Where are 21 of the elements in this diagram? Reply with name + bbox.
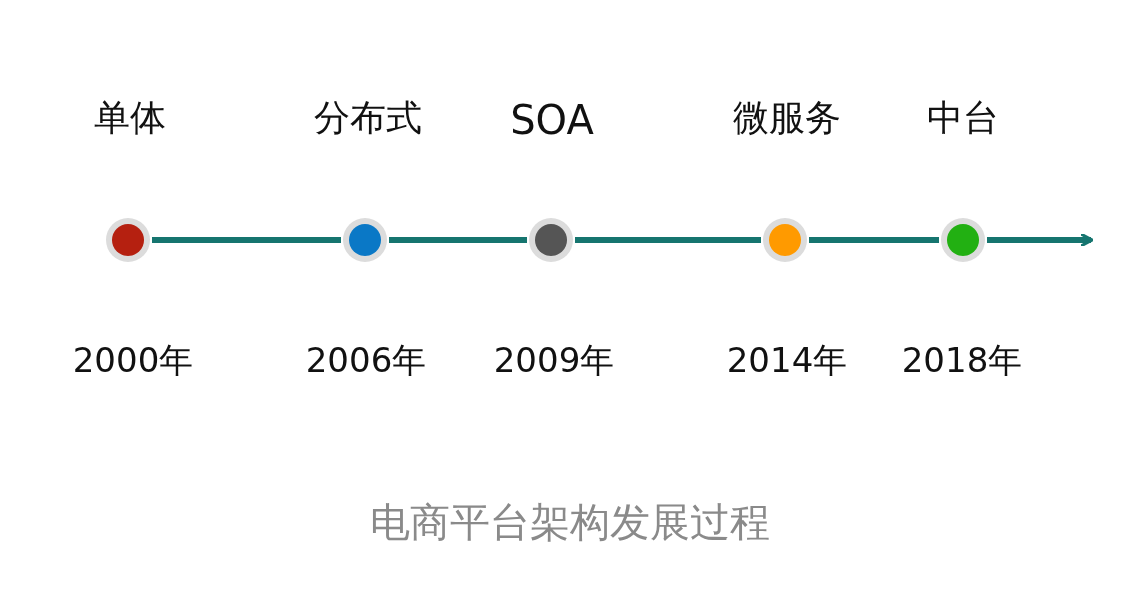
timeline-dot [939,216,987,264]
year-label: 2018年 [901,343,1023,377]
year-label: 2014年 [726,343,848,377]
timeline-dot [341,216,389,264]
year-label: 2006年 [305,343,427,377]
stage-label: SOA [510,100,594,140]
year-label: 2009年 [493,343,615,377]
stage-label: 微服务 [733,100,841,136]
timeline-dot [761,216,809,264]
timeline-dot [104,216,152,264]
stage-label: 分布式 [314,100,422,136]
timeline-line [152,237,341,243]
timeline-line [389,237,527,243]
year-label: 2000年 [72,343,194,377]
stage-label: 单体 [94,100,166,136]
timeline-arrow [987,232,1094,248]
caption: 电商平台架构发展过程 [370,500,770,544]
timeline-dot [527,216,575,264]
stage-label: 中台 [927,100,999,136]
timeline-line [575,237,761,243]
timeline-line [809,237,939,243]
